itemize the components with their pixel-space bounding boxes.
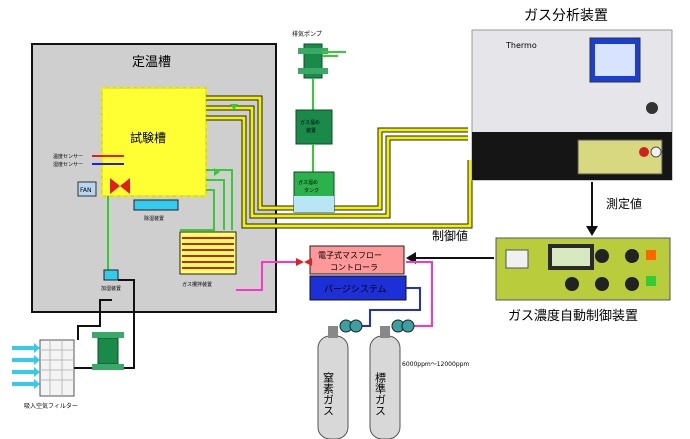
- mfc-valve-icon: [296, 258, 304, 266]
- measured-value-label: 測定値: [606, 196, 642, 211]
- temp-sensor-label: 温度センサー: [53, 153, 83, 160]
- gas-reservoir-label-2: 装置: [306, 127, 316, 134]
- exhaust-pump-label: 排気ポンプ: [292, 30, 322, 38]
- chamber-label: 定温槽: [132, 55, 171, 70]
- concentration-label: 6000ppm〜12000ppm: [402, 361, 469, 368]
- control-value-label: 制御値: [432, 228, 468, 243]
- valve-icon: [110, 178, 120, 194]
- humidity-sensor-label: 湿度センサー: [53, 161, 83, 168]
- gas-mixer-label: ガス攪拌装置: [182, 281, 212, 288]
- fan-label: FAN: [80, 187, 92, 194]
- mass-flow-controller: [309, 245, 405, 275]
- dehumidifier-label: 除湿装置: [144, 215, 164, 222]
- analyzer-brand: Thermo: [505, 41, 537, 50]
- fan: [77, 181, 97, 197]
- intake-filter: [39, 339, 75, 397]
- blower-pump: [97, 337, 119, 365]
- test-tank: [101, 87, 207, 197]
- gas-tank-label-2: タンク: [304, 187, 319, 194]
- humidifier: [103, 269, 119, 281]
- purge-system-label: パージシステム: [324, 284, 387, 295]
- standard-gas-label: 標準ガス: [374, 371, 387, 416]
- mfc-label-1: 電子式マスフロー: [318, 250, 382, 260]
- gas-reservoir-label-1: ガス溜め: [300, 119, 320, 126]
- mfc-label-2: コントローラ: [330, 263, 378, 272]
- test-tank-label: 試験槽: [130, 130, 166, 145]
- analyzer-knob: [646, 102, 658, 114]
- pipe-blue: [356, 287, 421, 327]
- humidifier-label: 加湿装置: [101, 285, 121, 292]
- intake-filter-label: 吸入空気フィルター: [24, 402, 78, 410]
- dehumidifier: [133, 199, 179, 211]
- nitrogen-label: 窒素ガス: [322, 371, 335, 416]
- gas-analyzer-title: ガス分析装置: [524, 8, 608, 24]
- gas-reservoir-device: [295, 109, 333, 145]
- purge-system: [309, 275, 407, 301]
- pipe-magenta: [236, 261, 296, 291]
- gas-tank-label-1: ガス溜め: [298, 179, 318, 186]
- gas-controller-label: ガス濃度自動制御装置: [508, 308, 638, 324]
